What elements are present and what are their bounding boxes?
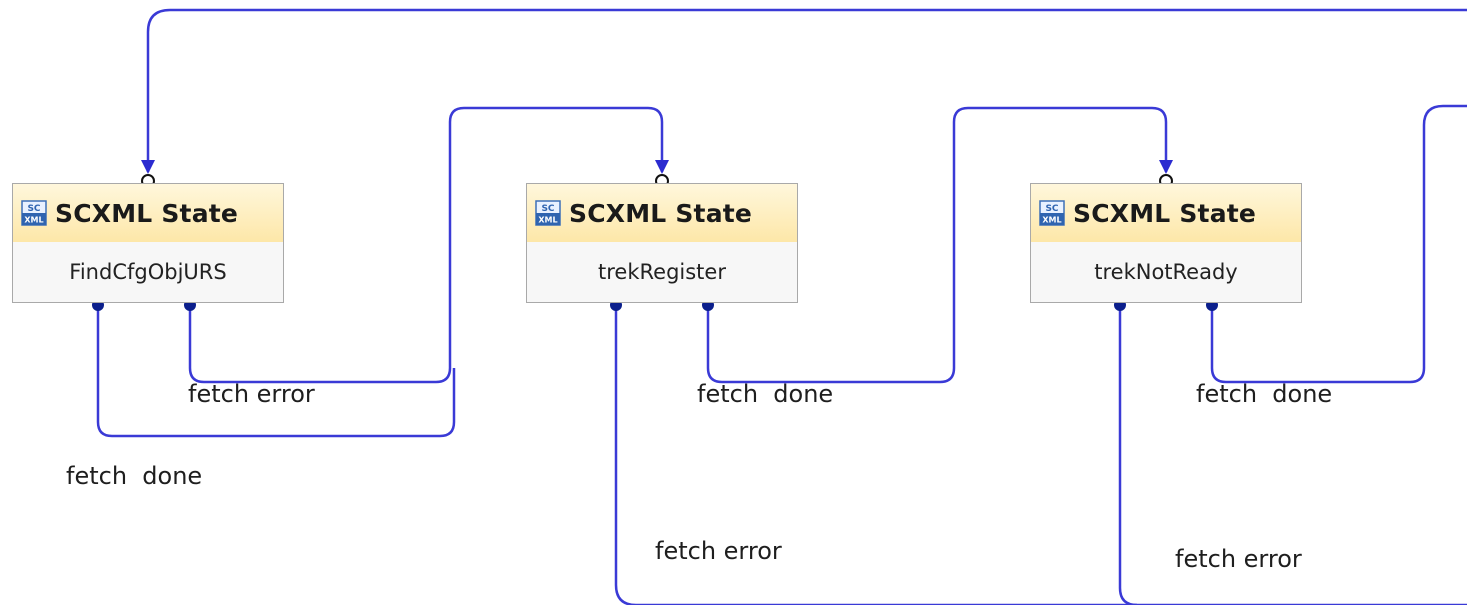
transition-wire (706, 106, 1168, 384)
state-type-title: SCXML State (55, 198, 239, 228)
transition-wire (188, 106, 664, 384)
state-node-trekregister[interactable]: SC XML SCXML State trekRegister (526, 183, 798, 303)
scxml-file-icon: SC XML (21, 200, 47, 226)
state-header: SC XML SCXML State (527, 184, 797, 242)
state-node-treknotready[interactable]: SC XML SCXML State trekNotReady (1030, 183, 1302, 303)
transition-label[interactable]: fetch done (697, 380, 834, 408)
scxml-file-icon: SC XML (1039, 200, 1065, 226)
state-header: SC XML SCXML State (13, 184, 283, 242)
state-type-title: SCXML State (569, 198, 753, 228)
state-name: trekRegister (598, 260, 726, 284)
arrowhead (1159, 160, 1173, 174)
transition-wire (96, 305, 456, 438)
transition-wire (146, 8, 1467, 172)
state-name: trekNotReady (1094, 260, 1238, 284)
svg-text:XML: XML (538, 216, 557, 225)
svg-text:SC: SC (541, 204, 554, 214)
arrowhead (141, 160, 155, 174)
transition-label[interactable]: fetch error (1175, 545, 1302, 573)
transition-wire (1118, 305, 1138, 605)
state-type-title: SCXML State (1073, 198, 1257, 228)
svg-text:SC: SC (27, 204, 40, 214)
state-node-findcfgobjurs[interactable]: SC XML SCXML State FindCfgObjURS (12, 183, 284, 303)
transition-wire (1210, 104, 1467, 384)
svg-text:SC: SC (1045, 204, 1058, 214)
state-name: FindCfgObjURS (69, 260, 227, 284)
transition-label[interactable]: fetch error (188, 380, 315, 408)
transition-label[interactable]: fetch done (1196, 380, 1333, 408)
arrowhead (655, 160, 669, 174)
svg-text:XML: XML (1042, 216, 1061, 225)
state-header: SC XML SCXML State (1031, 184, 1301, 242)
transition-label[interactable]: fetch error (655, 537, 782, 565)
transition-label[interactable]: fetch done (66, 462, 203, 490)
scxml-file-icon: SC XML (535, 200, 561, 226)
svg-text:XML: XML (24, 216, 43, 225)
